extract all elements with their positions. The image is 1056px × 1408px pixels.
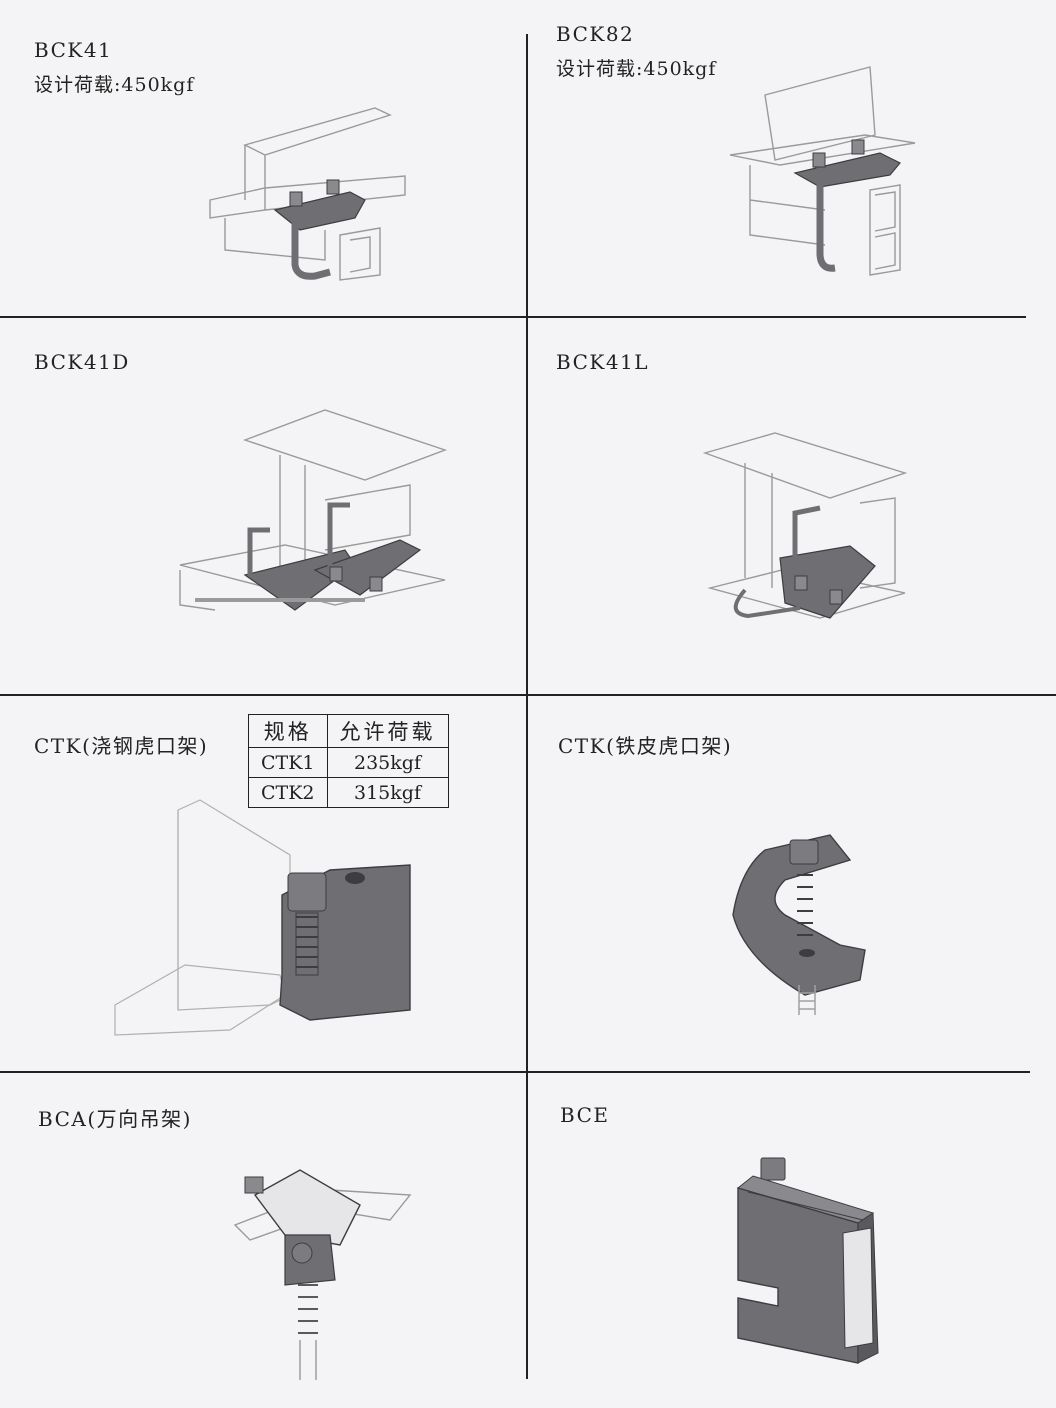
row-divider-3 <box>0 1071 1030 1073</box>
bce-illustration <box>736 1157 879 1364</box>
spec-cell-model: CTK1 <box>248 747 328 778</box>
bck41-load: 设计荷载:450kgf <box>34 74 195 96</box>
bce-label: BCE <box>560 1103 609 1127</box>
bce-model: BCE <box>560 1103 610 1127</box>
bck82-illustration <box>729 66 916 276</box>
spec-header-load: 允许荷载 <box>326 714 449 748</box>
ctk-sheet-illustration <box>732 834 866 1015</box>
table-row: CTK1 235kgf <box>248 747 449 778</box>
ctk-sheet-model: CTK(铁皮虎口架) <box>558 734 733 758</box>
row-divider-2 <box>0 694 1056 696</box>
bca-model: BCA(万向吊架) <box>38 1107 192 1131</box>
vertical-divider <box>526 34 528 1379</box>
bck41d-model: BCK41D <box>34 350 130 374</box>
bck41l-label: BCK41L <box>556 350 649 374</box>
ctk-sheet-label: CTK(铁皮虎口架) <box>558 730 732 759</box>
spec-cell-load: 315kgf <box>326 777 449 808</box>
bck41-illustration <box>209 107 406 281</box>
row-divider-1 <box>0 316 1026 318</box>
bck82-label: BCK82 设计荷载:450kgf <box>556 22 716 81</box>
ctk-cast-label: CTK(浇钢虎口架) <box>34 730 208 759</box>
bca-label: BCA(万向吊架) <box>38 1103 192 1132</box>
bck41d-illustration <box>179 409 448 611</box>
table-row: CTK2 315kgf <box>248 777 449 808</box>
ctk-cast-illustration <box>114 799 411 1036</box>
bck41-model: BCK41 <box>34 38 113 62</box>
bck82-load: 设计荷载:450kgf <box>556 58 717 80</box>
bck82-model: BCK82 <box>556 22 635 46</box>
spec-cell-load: 235kgf <box>326 747 449 778</box>
bck41d-label: BCK41D <box>34 350 130 374</box>
bck41l-model: BCK41L <box>556 350 650 374</box>
bck41l-illustration <box>702 432 908 619</box>
spec-header-model: 规格 <box>248 714 328 748</box>
ctk-cast-model: CTK(浇钢虎口架) <box>34 734 209 758</box>
bca-illustration <box>233 1169 412 1380</box>
bck41-label: BCK41 设计荷载:450kgf <box>34 38 194 97</box>
spec-cell-model: CTK2 <box>248 777 328 808</box>
spec-header-row: 规格 允许荷载 <box>248 714 449 748</box>
ctk-spec-table: 规格 允许荷载 CTK1 235kgf CTK2 315kgf <box>248 714 449 808</box>
